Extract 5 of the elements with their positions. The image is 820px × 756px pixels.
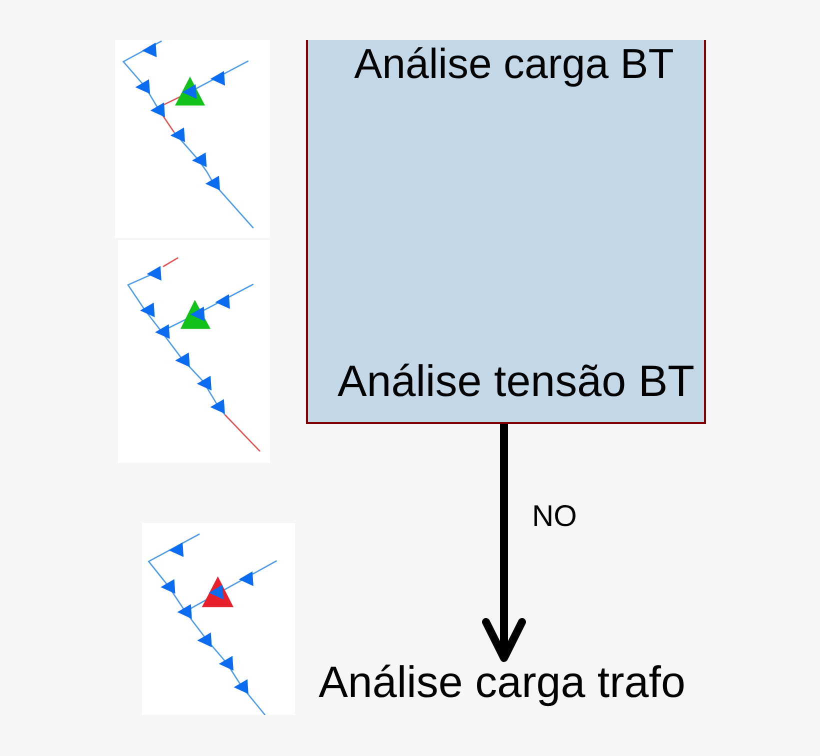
arrow <box>482 424 526 662</box>
process-label: Análise carga trafo <box>318 658 686 708</box>
process-box <box>306 40 706 424</box>
process-label: Análise carga BT <box>354 40 674 88</box>
process-label: Análise tensão BT <box>337 357 695 406</box>
